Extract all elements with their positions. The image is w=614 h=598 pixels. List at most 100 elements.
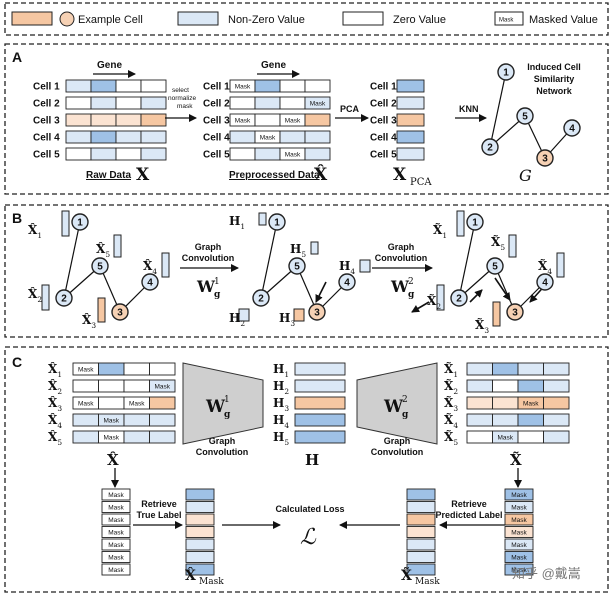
- raw-cell: [140, 147, 167, 161]
- graph-node: [338, 273, 356, 291]
- mask-text: Mask: [108, 517, 124, 524]
- node-label: 2: [258, 294, 264, 305]
- c-h-cell: [294, 430, 346, 444]
- graph-node: [71, 213, 89, 231]
- node-label: 3: [117, 308, 123, 319]
- pca-cell: [396, 130, 425, 144]
- h-row-label: H4: [273, 413, 289, 430]
- mask-text: Mask: [78, 400, 94, 407]
- c-right-cell: [517, 379, 544, 393]
- mask-text: Mask: [154, 383, 170, 390]
- cell-label: Cell 5: [33, 150, 60, 161]
- legend-nonzero-swatch: [177, 11, 219, 26]
- pca-label: PCA: [340, 104, 360, 114]
- c-left-cell: [149, 362, 176, 376]
- graph-node: [91, 257, 109, 275]
- graph-edge: [458, 221, 476, 299]
- c-left-cell: [72, 379, 99, 393]
- pre-cell: [304, 147, 331, 161]
- graph-node: [497, 63, 515, 81]
- message-arrow: [315, 281, 327, 303]
- pre-cell: [254, 113, 281, 127]
- enc-w-sup: 1: [224, 395, 230, 405]
- c-right-cell: [517, 413, 544, 427]
- node-label: 1: [472, 218, 478, 229]
- mask-text: Mask: [108, 492, 124, 499]
- graph-node: [466, 213, 484, 231]
- feature-bar: [310, 241, 319, 255]
- dec-w: W: [383, 397, 404, 417]
- node-feature-label: H4: [339, 259, 355, 276]
- feature-bar: [41, 284, 50, 311]
- node-label: 2: [487, 143, 493, 154]
- cell-label: Cell 3: [33, 116, 60, 127]
- label-column-cell: [406, 551, 436, 563]
- node-label: 1: [503, 68, 509, 79]
- graph-node: [450, 289, 468, 307]
- gene-label-raw: Gene: [97, 60, 122, 71]
- graph-node: [252, 289, 270, 307]
- label-column-cell: [185, 563, 215, 576]
- c-left-cell: [123, 430, 150, 444]
- pre-data-symbol: X̂: [314, 165, 328, 185]
- raw-cell: [90, 130, 117, 144]
- feature-bar: [456, 210, 465, 237]
- retrieve-pred-1: Retrieve: [451, 499, 487, 509]
- left-row-label: X̂2: [48, 378, 62, 396]
- pre-cell: [279, 96, 306, 110]
- w2-symbol: W: [390, 277, 410, 296]
- right-row-label: X̃1: [444, 361, 458, 379]
- gc2-line1: Graph: [388, 242, 415, 252]
- cell-label: Cell 4: [203, 133, 230, 144]
- pre-cell: [304, 113, 331, 127]
- label-column-cell: [185, 488, 215, 501]
- right-row-label: X̃5: [444, 429, 458, 447]
- node-label: 5: [492, 262, 498, 273]
- pre-cell: [254, 147, 281, 161]
- c-left-cell: [149, 396, 176, 410]
- raw-data-grid: [65, 79, 167, 161]
- raw-cell: [140, 79, 167, 93]
- cell-label: Cell 3: [203, 116, 230, 127]
- c-left-cell: [123, 413, 150, 427]
- hidden-embedding-matrix: [294, 362, 346, 444]
- graph-edge: [489, 71, 507, 148]
- mask-column-cell: [101, 513, 131, 526]
- raw-cell: [65, 147, 92, 161]
- pca-cell: [396, 96, 425, 110]
- mask-text: Mask: [285, 117, 301, 124]
- feature-bar: [436, 284, 445, 311]
- retrieve-true-1: Retrieve: [141, 499, 177, 509]
- knn-label: KNN: [459, 104, 479, 114]
- graph-node: [563, 119, 581, 137]
- graph-edge: [63, 221, 81, 299]
- legend-zero: Zero Value: [393, 14, 446, 26]
- label-column-cell: [406, 538, 436, 551]
- pre-cell: [279, 130, 306, 144]
- left-row-label: X̂1: [48, 361, 62, 379]
- mask-text: Mask: [108, 555, 124, 562]
- mask-column-cell: [504, 526, 534, 538]
- c-left-cell: [72, 413, 99, 427]
- graph-edge: [260, 221, 278, 299]
- cell-label: Cell 1: [33, 82, 60, 93]
- mask-column-cell: [101, 526, 131, 538]
- graph-node: [308, 303, 326, 321]
- legend-zero-swatch: [342, 11, 384, 26]
- mask-text: Mask: [523, 400, 539, 407]
- left-row-label: X̂4: [48, 412, 62, 430]
- mask-text: Mask: [260, 134, 276, 141]
- mask-column-cell: [504, 538, 534, 551]
- gc2-line2: Convolution: [375, 253, 428, 263]
- feature-bar: [61, 210, 70, 237]
- graph-node: [506, 303, 524, 321]
- step-select: select: [172, 87, 189, 94]
- pre-cell: [279, 79, 306, 93]
